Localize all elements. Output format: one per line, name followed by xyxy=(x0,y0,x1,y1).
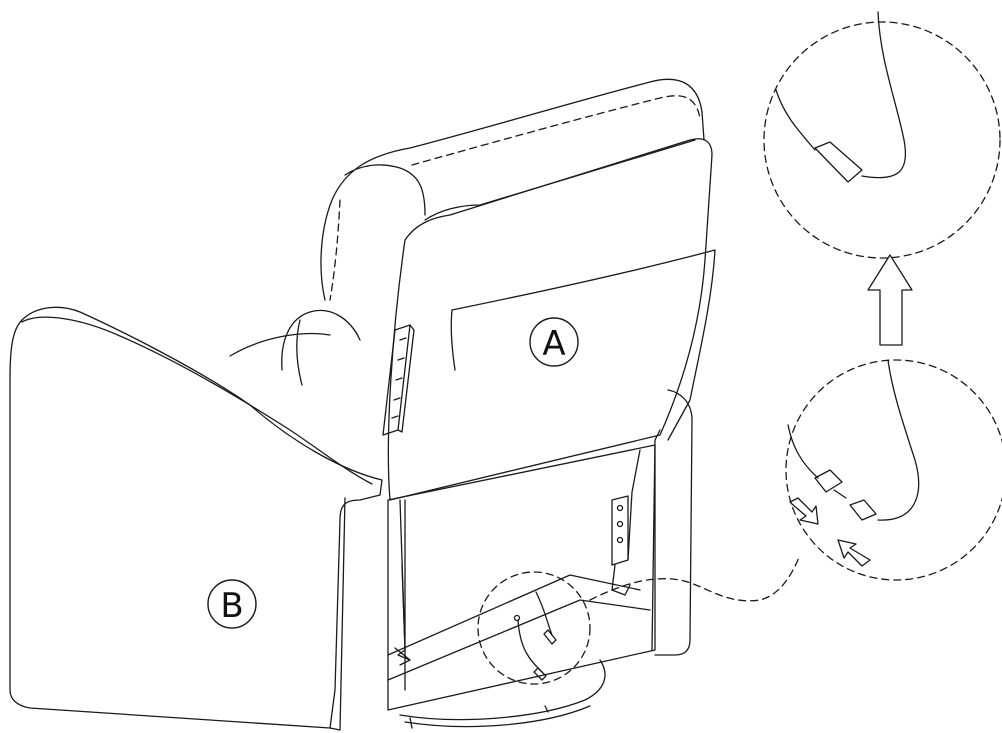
seat-cushion xyxy=(281,309,361,386)
leader-line xyxy=(589,554,801,602)
swivel-base xyxy=(399,659,606,729)
label-a-badge: A xyxy=(529,317,579,367)
backrest-panel xyxy=(387,138,716,501)
up-arrow-icon xyxy=(867,254,913,346)
label-b: B xyxy=(220,586,243,626)
connector-detail-circle xyxy=(477,571,591,685)
label-a: A xyxy=(542,324,565,364)
push-arrow-right-icon xyxy=(837,539,871,567)
label-b-badge: B xyxy=(207,579,257,629)
headrest-cushion xyxy=(320,78,705,301)
push-arrow-left-icon xyxy=(789,497,819,525)
lower-frame xyxy=(387,444,656,711)
right-mechanism-bracket xyxy=(611,449,641,596)
callout-joined-connectors xyxy=(763,11,1001,259)
right-arm xyxy=(651,389,693,656)
callout-separated-connectors xyxy=(785,359,1002,581)
left-backrest-bracket xyxy=(382,324,415,436)
chair-base-body xyxy=(9,306,383,731)
